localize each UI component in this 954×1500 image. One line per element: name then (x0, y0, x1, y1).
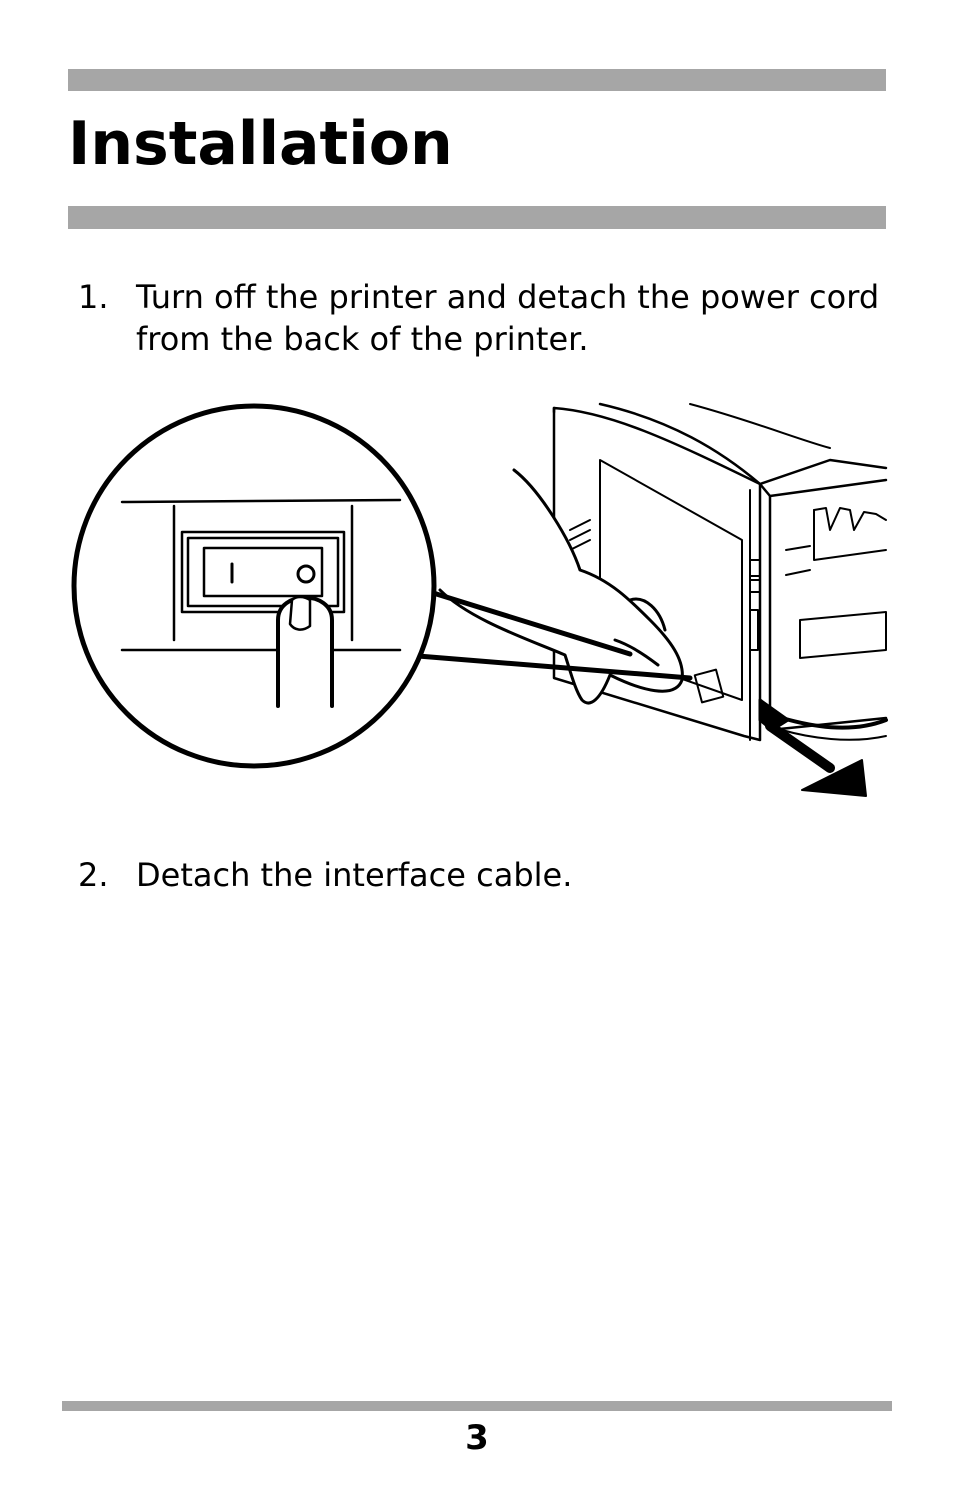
page-title: Installation (68, 109, 453, 179)
printer-power-switch-illustration (71, 402, 888, 797)
header-rule-bottom (68, 206, 886, 229)
header-rule-top (68, 69, 886, 91)
footer-rule (62, 1401, 892, 1411)
step-2-text: Detach the interface cable. (136, 856, 573, 894)
step-1-text: Turn off the printer and detach the powe… (136, 278, 880, 358)
step-2-number: 2. (78, 856, 109, 894)
callout-pointer (415, 589, 693, 681)
power-switch-icon (120, 498, 402, 652)
finger-icon (276, 595, 334, 708)
hand-icon (438, 468, 684, 705)
step-1: 1. Turn off the printer and detach the p… (78, 276, 898, 366)
pull-arrow-icon (765, 721, 867, 797)
step-2: 2. Detach the interface cable. (78, 854, 898, 898)
step-1-number: 1. (78, 278, 109, 316)
page-number: 3 (465, 1418, 489, 1458)
